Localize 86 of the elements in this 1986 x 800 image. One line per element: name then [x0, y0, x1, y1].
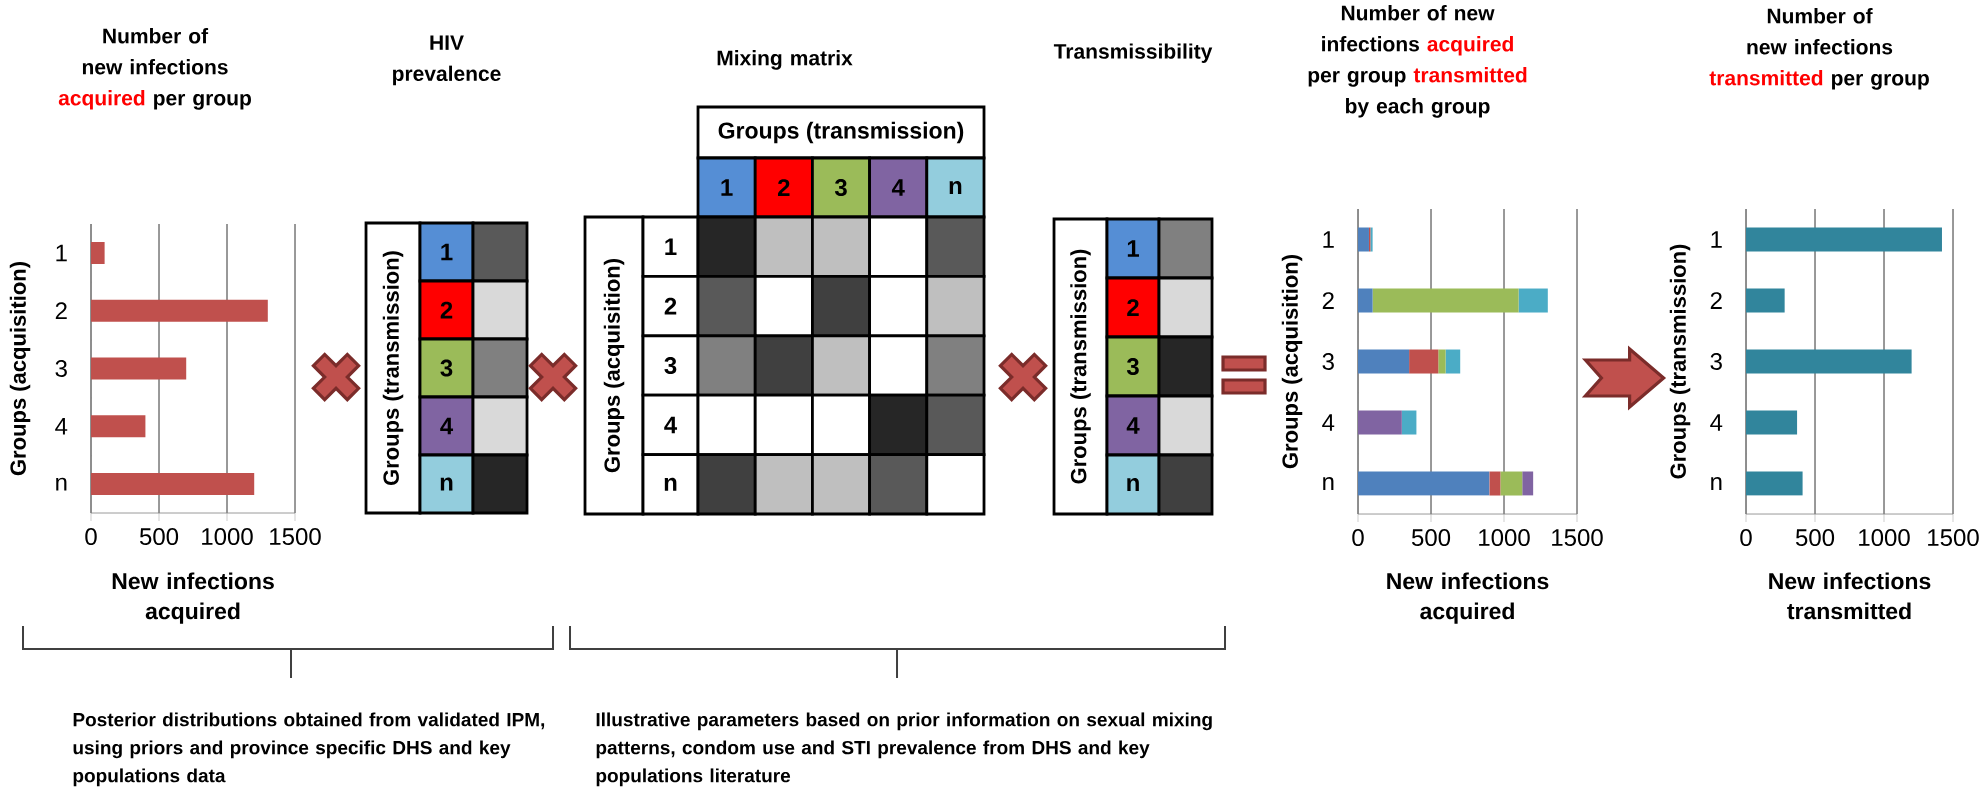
y-tick-label: n: [1323, 477, 1334, 490]
row-number-cell: 4: [641, 393, 700, 456]
axis-title: New infections transmitted: [1769, 572, 1931, 620]
panel-title: Number of new infections transmitted per group: [1709, 8, 1929, 90]
header-cell: Groups (transmission): [696, 105, 986, 160]
y-tick-label: 1: [56, 244, 67, 262]
y-tick-label: 2: [1322, 292, 1334, 309]
x-tick-label: 1500: [1928, 529, 1979, 547]
x-tick-label: 500: [1411, 529, 1451, 547]
row-number-cell: 3: [641, 334, 700, 397]
bar: [1489, 471, 1501, 496]
group-cell: 1: [1105, 217, 1161, 280]
row-number-cell: 1: [641, 215, 700, 278]
x-tick-label: 1000: [1859, 529, 1910, 547]
group-cell: 4: [418, 395, 475, 457]
group-cell: 3: [1105, 335, 1161, 398]
row-number-cell: 2: [641, 275, 700, 338]
axis-title: New infections acquired: [1387, 572, 1549, 624]
panel-title: Number of new infections acquired per group: [58, 28, 251, 110]
group-cell: 4: [1105, 394, 1161, 457]
x-tick-label: 0: [1740, 529, 1752, 547]
bar: [1401, 410, 1417, 435]
bar: [1445, 349, 1461, 374]
bar: [1358, 471, 1490, 496]
x-tick-label: 1500: [270, 528, 321, 546]
axis-title: Groups (transmission): [1669, 244, 1691, 479]
group-cell: n: [418, 453, 475, 515]
bar: [1358, 227, 1369, 252]
x-tick-label: 0: [1352, 529, 1364, 547]
panel-title: Transmissibility: [1053, 43, 1213, 63]
y-tick-label: n: [1711, 477, 1722, 490]
y-tick-label: 2: [1710, 292, 1722, 309]
note-text: Illustrative parameters based on prior information on sexual mixing patterns, condom use and STI prevalence from DHS and key populations literature: [596, 712, 1212, 787]
y-tick-label: 2: [55, 302, 67, 320]
x-tick-label: 500: [1795, 529, 1835, 547]
x-tick-label: 500: [139, 528, 179, 546]
panel-title: HIV prevalence: [393, 35, 501, 86]
y-tick-label: 1: [1323, 231, 1334, 248]
axis-label-cell: Groups (transmission): [364, 221, 422, 515]
note-text: Posterior distributions obtained from validated IPM, using priors and province specific DHS and key populations data: [73, 712, 545, 787]
panel-title: Mixing matrix: [717, 50, 853, 70]
bar: [1500, 471, 1523, 496]
y-tick-label: 4: [55, 418, 68, 435]
group-cell: 1: [418, 221, 475, 283]
axis-title: Groups (acquisition): [1281, 255, 1303, 469]
group-cell: 1: [696, 156, 757, 219]
bar: [91, 241, 105, 264]
axis-title: Groups (acquisition): [9, 262, 31, 476]
bar: [1746, 410, 1798, 435]
group-cell: 2: [418, 279, 475, 341]
panel-title: Number of new infections acquired per group transmitted by each group: [1308, 5, 1527, 118]
bar: [1518, 288, 1548, 313]
axis-label-cell: Groups (transmission): [1052, 217, 1109, 516]
bar: [91, 357, 187, 380]
bar: [1746, 288, 1785, 313]
bar: [1358, 288, 1373, 313]
row-number-cell: n: [641, 453, 700, 516]
y-tick-label: 4: [1710, 414, 1723, 431]
bar: [1409, 349, 1439, 374]
group-cell: 3: [811, 156, 871, 219]
x-tick-label: 0: [85, 528, 97, 546]
bar: [1746, 349, 1912, 374]
y-tick-label: 3: [1322, 353, 1334, 370]
group-cell: 2: [753, 156, 814, 219]
x-tick-label: 1500: [1552, 529, 1603, 547]
y-tick-label: 3: [1710, 353, 1722, 370]
y-tick-label: n: [56, 477, 67, 491]
group-cell: n: [1105, 453, 1161, 516]
x-tick-label: 1000: [1479, 529, 1530, 547]
bar: [1358, 349, 1410, 374]
y-tick-label: 1: [1711, 231, 1722, 248]
group-cell: n: [925, 156, 986, 219]
bar: [91, 473, 255, 496]
group-cell: 4: [868, 156, 929, 219]
bar: [1746, 471, 1803, 496]
group-cell: 3: [418, 337, 475, 399]
y-tick-label: 3: [55, 360, 67, 377]
group-cell: 2: [1105, 276, 1161, 339]
x-tick-label: 1000: [202, 528, 253, 546]
bar: [91, 415, 146, 438]
block-arrow: [1581, 345, 1667, 411]
bar: [1358, 410, 1402, 435]
bar: [1522, 471, 1534, 496]
axis-title: New infections acquired: [112, 572, 274, 624]
y-tick-label: 4: [1322, 414, 1335, 431]
bar: [1438, 349, 1446, 374]
